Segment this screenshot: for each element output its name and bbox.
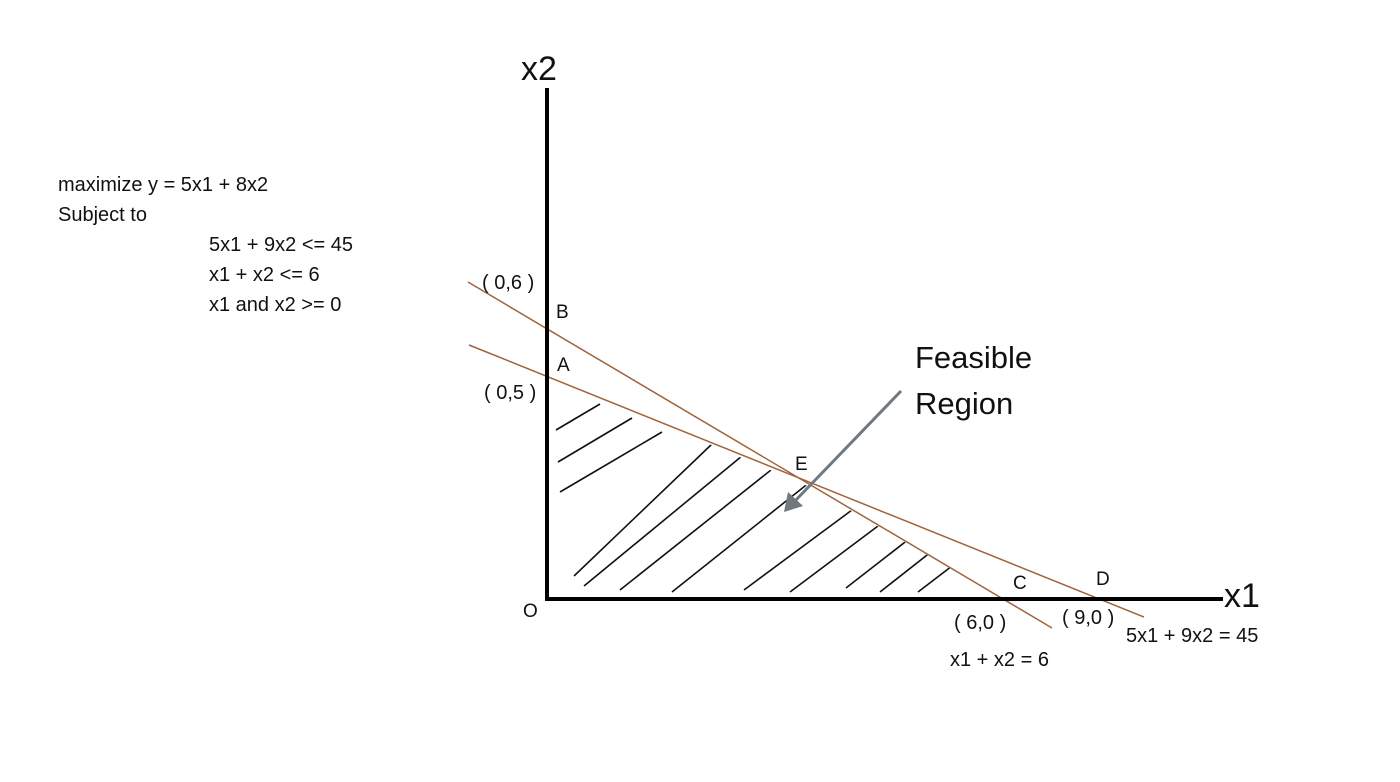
line-equation-x1-x2: x1 + x2 = 6 xyxy=(950,649,1049,671)
coord-label-0-6: ( 0,6 ) xyxy=(482,272,534,294)
constraint-line-5x1-9x2-45 xyxy=(468,344,1145,618)
point-label-e: E xyxy=(795,454,808,475)
constraint-2: x1 + x2 <= 6 xyxy=(209,264,320,286)
coord-label-6-0: ( 6,0 ) xyxy=(954,612,1006,634)
x1-axis-title: x1 xyxy=(1224,577,1260,615)
feasible-region-hatching xyxy=(555,403,953,593)
line-equation-5x1-9x2: 5x1 + 9x2 = 45 xyxy=(1126,625,1258,647)
feasible-region-label-line-1: Feasible xyxy=(915,340,1032,375)
origin-label: O xyxy=(523,601,538,622)
problem-statement: maximize y = 5x1 + 8x2 Subject to 5x1 + … xyxy=(58,170,353,320)
objective-text: maximize y = 5x1 + 8x2 xyxy=(58,174,269,196)
coord-label-9-0: ( 9,0 ) xyxy=(1062,607,1114,629)
x2-axis-title: x2 xyxy=(521,50,557,88)
point-label-b: B xyxy=(556,302,569,323)
constraint-line-x1-x2-6 xyxy=(467,281,1053,629)
subject-to-text: Subject to xyxy=(58,204,147,226)
feasible-region-label-line-2: Region xyxy=(915,386,1013,421)
constraint-1: 5x1 + 9x2 <= 45 xyxy=(209,234,354,256)
point-label-a: A xyxy=(557,355,570,376)
point-label-c: C xyxy=(1013,573,1027,594)
coord-label-0-5: ( 0,5 ) xyxy=(484,382,536,404)
region-arrow xyxy=(784,389,903,512)
constraint-3: x1 and x2 >= 0 xyxy=(209,294,342,316)
point-label-d: D xyxy=(1096,569,1110,590)
